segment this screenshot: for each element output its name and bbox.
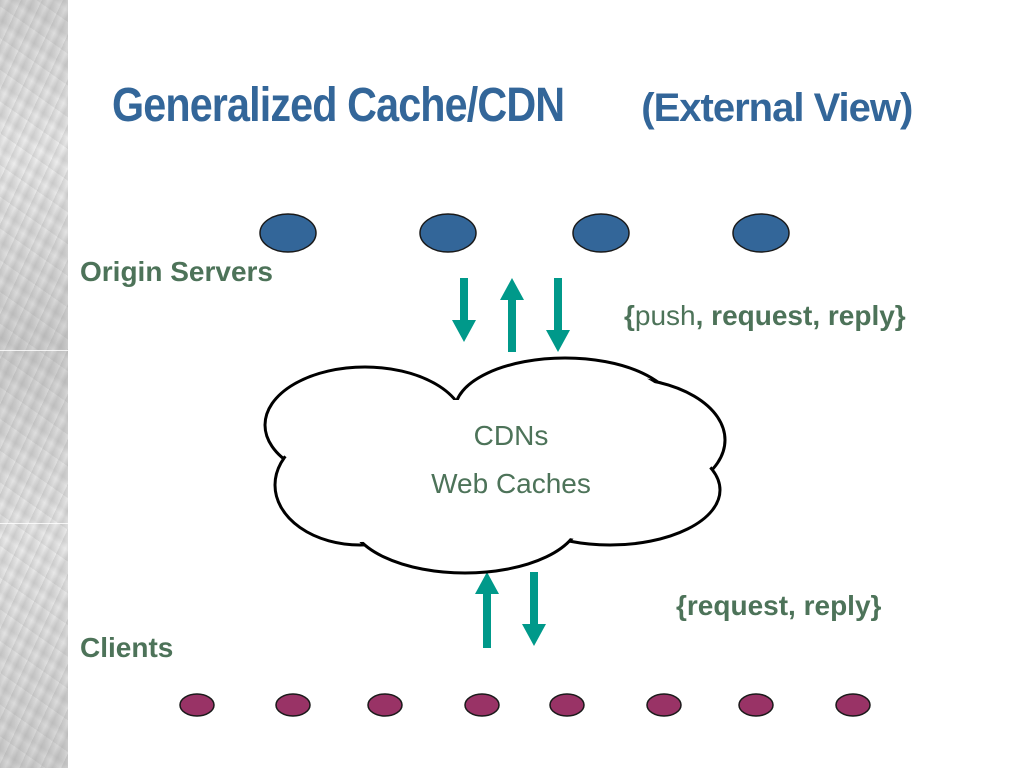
upper-open-brace: { [624,300,635,331]
up-arrow-icon [475,572,499,648]
down-arrow-icon [522,572,546,646]
upper-messages: {push, request, reply} [624,300,906,332]
down-arrow-icon [452,278,476,342]
upper-push: push [634,300,696,331]
sidebar-seam [0,523,68,524]
arrows-group [452,278,570,648]
origin-server-node [419,213,477,253]
client-node [646,693,682,717]
clients-label: Clients [80,632,174,663]
client-node [179,693,215,717]
client-node [464,693,500,717]
client-node [367,693,403,717]
client-node [835,693,871,717]
lower-messages: {request, reply} [676,590,882,621]
origin-servers-group [259,213,790,253]
title-sub: (External View) [641,86,913,130]
upper-rest: , request, reply} [695,300,906,331]
client-node [549,693,585,717]
cloud-shape [263,356,727,575]
clients-group [179,693,871,717]
client-node [275,693,311,717]
cloud-line-cdns: CDNs [473,420,549,451]
slide-title: Generalized Cache/CDN (External View) [112,78,992,133]
marble-sidebar [0,0,68,768]
origin-server-node [732,213,790,253]
origin-servers-label: Origin Servers [80,256,273,287]
up-arrow-icon [500,278,524,352]
origin-server-node [259,213,317,253]
client-node [738,693,774,717]
title-main: Generalized Cache/CDN [112,79,565,132]
down-arrow-icon [546,278,570,352]
cloud-line-web-caches: Web Caches [431,468,591,499]
origin-server-node [572,213,630,253]
sidebar-seam [0,350,68,351]
